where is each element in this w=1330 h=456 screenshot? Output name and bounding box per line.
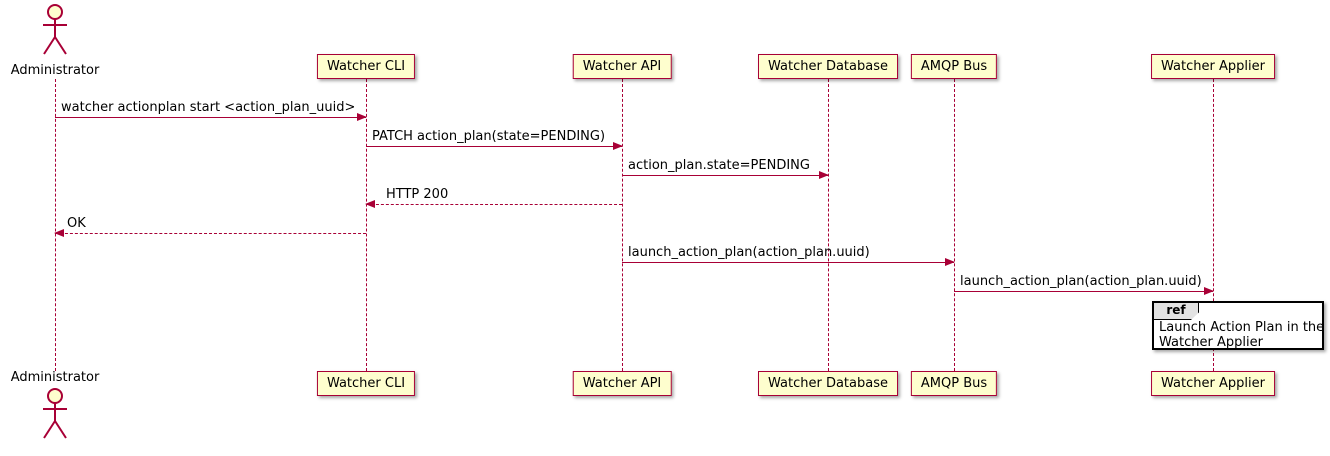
message-1: watcher actionplan start <action_plan_uu… xyxy=(55,100,367,121)
message-6-label: launch_action_plan(action_plan.uuid) xyxy=(628,245,870,260)
participant-watcher-database-bottom: Watcher Database xyxy=(758,371,898,396)
lifeline-administrator xyxy=(55,79,56,371)
ref-fragment: ref Launch Action Plan in the Watcher Ap… xyxy=(1152,301,1324,350)
message-4: HTTP 200 xyxy=(365,187,622,208)
ref-fragment-tab: ref xyxy=(1154,303,1199,320)
arrowhead-icon xyxy=(945,258,955,266)
message-5-label: OK xyxy=(67,216,86,231)
message-6-line xyxy=(622,258,955,266)
message-7: launch_action_plan(action_plan.uuid) xyxy=(954,274,1214,295)
participant-watcher-applier-top: Watcher Applier xyxy=(1151,54,1275,79)
participant-watcher-cli-bottom: Watcher CLI xyxy=(316,371,416,396)
message-5-line xyxy=(54,229,366,237)
message-5: OK xyxy=(54,216,366,237)
arrowhead-icon xyxy=(613,142,623,150)
message-4-label: HTTP 200 xyxy=(386,187,449,202)
message-6: launch_action_plan(action_plan.uuid) xyxy=(622,245,955,266)
arrowhead-icon xyxy=(365,200,375,208)
message-2-label: PATCH action_plan(state=PENDING) xyxy=(372,129,606,144)
message-7-label: launch_action_plan(action_plan.uuid) xyxy=(960,274,1202,289)
actor-icon xyxy=(43,388,67,439)
participant-watcher-applier-bottom: Watcher Applier xyxy=(1151,371,1275,396)
ref-fragment-line1: Launch Action Plan in the xyxy=(1159,320,1325,335)
participant-amqp-bus-bottom: AMQP Bus xyxy=(910,371,998,396)
participant-watcher-cli-top: Watcher CLI xyxy=(316,54,416,79)
participant-watcher-api-bottom: Watcher API xyxy=(572,371,672,396)
lifeline-watcher-cli xyxy=(366,79,367,371)
lifeline-watcher-applier xyxy=(1213,79,1214,371)
lifeline-watcher-api xyxy=(622,79,623,371)
message-3-label: action_plan.state=PENDING xyxy=(628,158,810,173)
participant-watcher-api-top: Watcher API xyxy=(572,54,672,79)
participant-amqp-bus-top: AMQP Bus xyxy=(910,54,998,79)
ref-fragment-line2: Watcher Applier xyxy=(1159,335,1263,350)
arrowhead-icon xyxy=(819,171,829,179)
lifeline-watcher-database xyxy=(828,79,829,371)
ref-fragment-body: Launch Action Plan in the Watcher Applie… xyxy=(1159,320,1324,350)
actor-icon xyxy=(43,4,67,55)
lifeline-amqp-bus xyxy=(954,79,955,371)
message-1-line xyxy=(55,113,367,121)
arrowhead-icon xyxy=(54,229,64,237)
message-2: PATCH action_plan(state=PENDING) xyxy=(366,129,623,150)
arrowhead-icon xyxy=(357,113,367,121)
message-3: action_plan.state=PENDING xyxy=(622,158,829,179)
participant-watcher-database-top: Watcher Database xyxy=(758,54,898,79)
message-7-line xyxy=(954,287,1214,295)
arrowhead-icon xyxy=(1204,287,1214,295)
message-1-label: watcher actionplan start <action_plan_uu… xyxy=(61,100,356,115)
participant-administrator-top: Administrator xyxy=(10,63,100,78)
message-3-line xyxy=(622,171,829,179)
participant-administrator-bottom: Administrator xyxy=(10,370,100,385)
message-4-line xyxy=(365,200,622,208)
message-2-line xyxy=(366,142,623,150)
